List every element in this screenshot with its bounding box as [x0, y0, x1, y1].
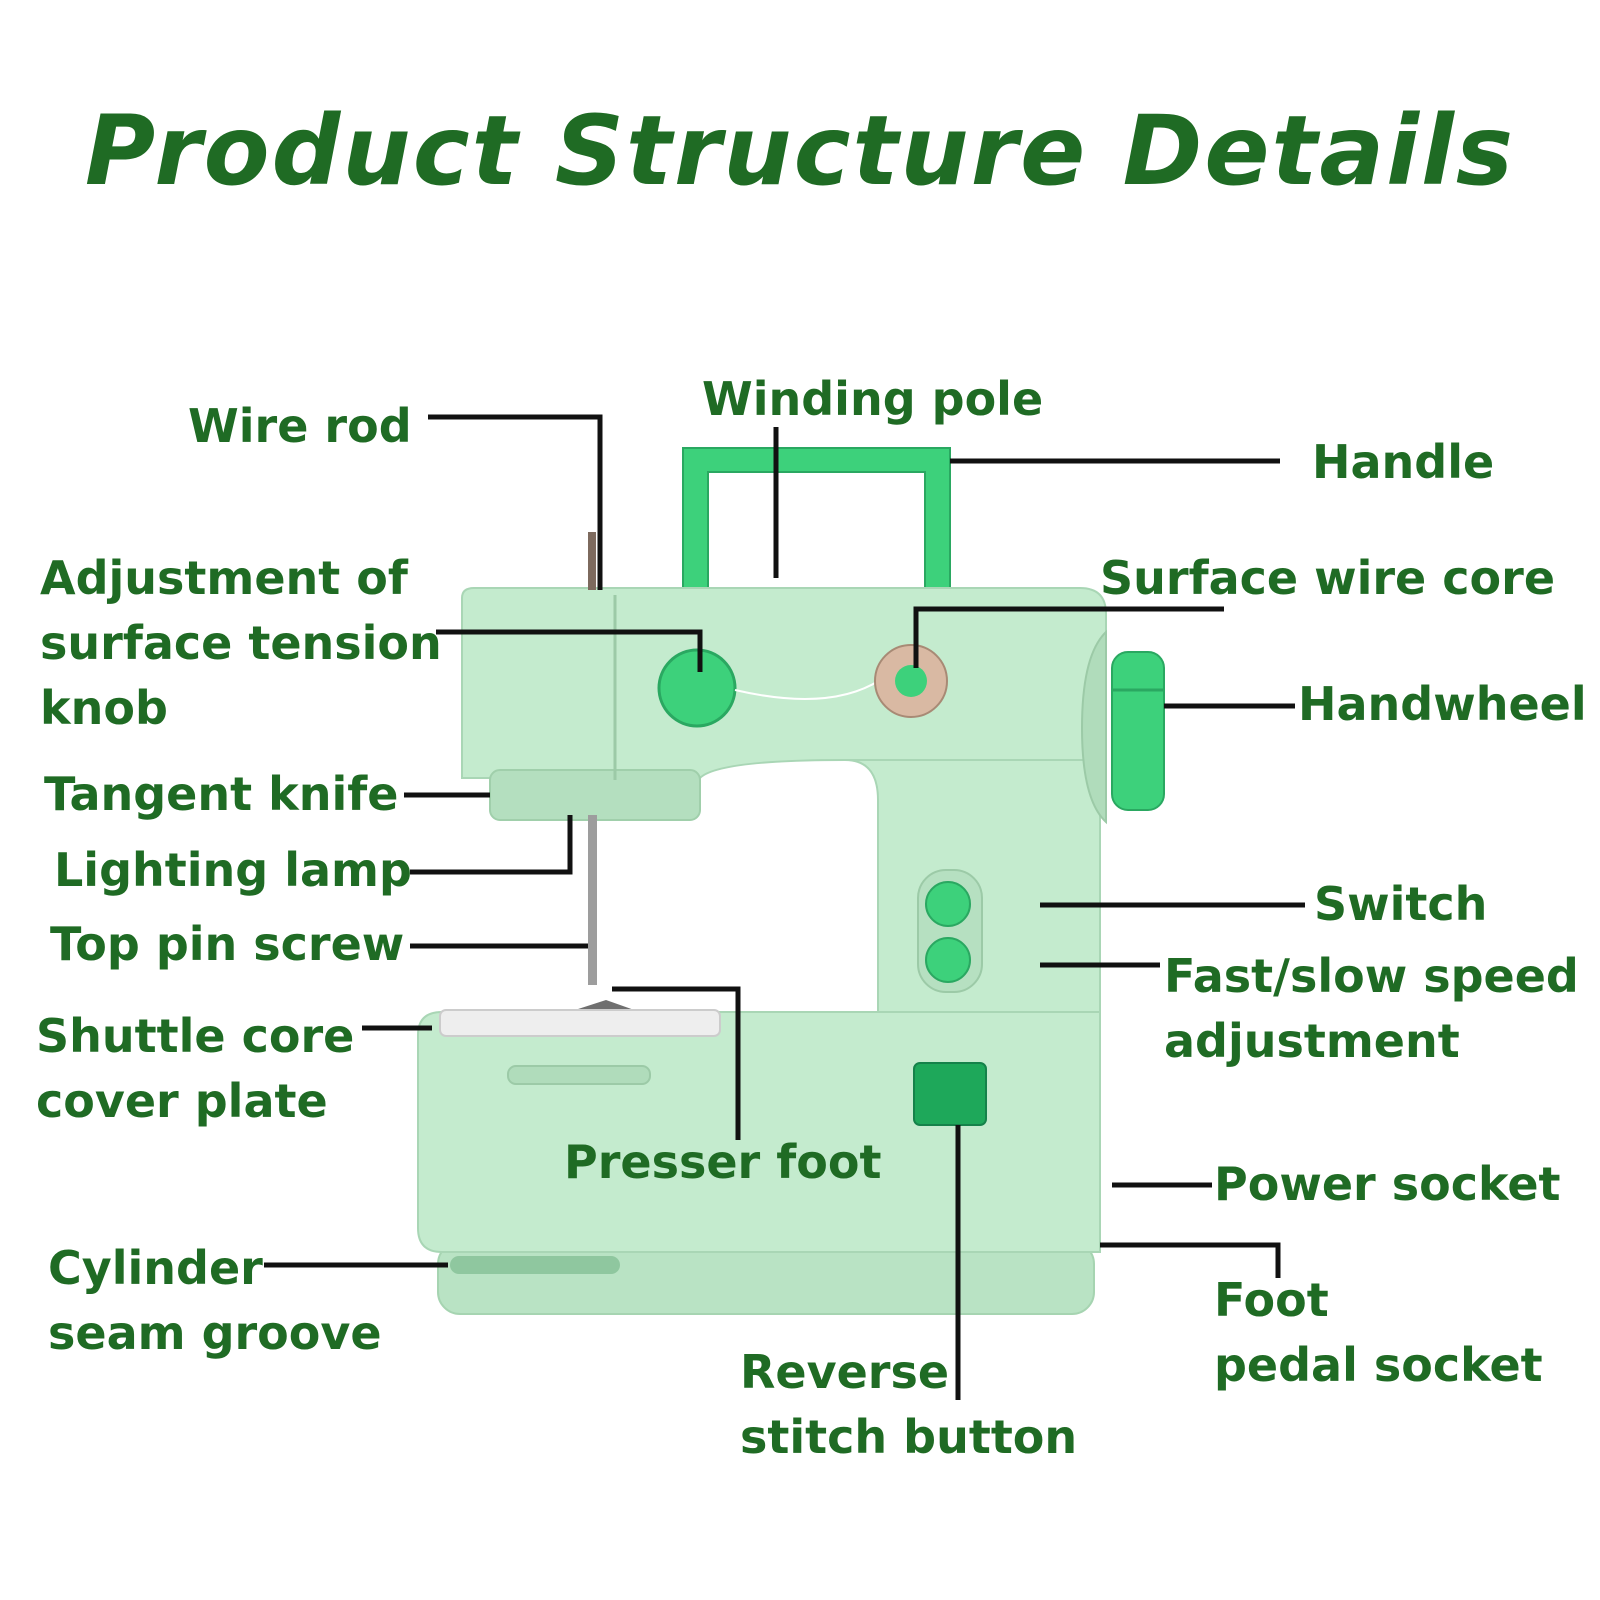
- spool-shape: [874, 644, 948, 718]
- label-speed-adjustment-1: Fast/slow speed: [1164, 949, 1579, 1003]
- handle-shape: [682, 447, 951, 596]
- label-cylinder-groove-2: seam groove: [48, 1306, 382, 1360]
- label-tension-knob-3: knob: [40, 681, 168, 735]
- label-reverse-button-2: stitch button: [740, 1410, 1078, 1464]
- label-presser-foot: Presser foot: [564, 1135, 882, 1189]
- label-handle: Handle: [1312, 435, 1495, 489]
- label-power-socket: Power socket: [1214, 1157, 1561, 1211]
- label-shuttle-cover-2: cover plate: [36, 1074, 328, 1128]
- wire-rod-shape: [588, 532, 596, 590]
- label-foot-pedal-socket-2: pedal socket: [1214, 1338, 1543, 1392]
- front-slot-shape: [507, 1065, 651, 1085]
- speed-button-shape: [925, 937, 971, 983]
- label-handwheel: Handwheel: [1298, 677, 1587, 731]
- label-wire-rod: Wire rod: [188, 399, 412, 453]
- machine-arm: [461, 587, 1107, 779]
- cylinder-groove-shape: [450, 1256, 620, 1274]
- tension-knob-shape: [657, 648, 737, 728]
- label-reverse-button-1: Reverse: [740, 1345, 950, 1399]
- page-title: Product Structure Details: [84, 95, 1516, 207]
- label-surface-wire-core: Surface wire core: [1100, 551, 1556, 605]
- label-foot-pedal-socket-1: Foot: [1214, 1273, 1329, 1327]
- label-shuttle-cover-1: Shuttle core: [36, 1009, 355, 1063]
- reverse-button-shape: [913, 1062, 987, 1126]
- label-tangent-knife: Tangent knife: [44, 767, 399, 821]
- label-switch: Switch: [1314, 877, 1488, 931]
- machine-head-bottom: [489, 769, 701, 821]
- label-cylinder-groove-1: Cylinder: [48, 1241, 263, 1295]
- switch-button-shape: [925, 881, 971, 927]
- needle-plate-shape: [439, 1009, 721, 1037]
- label-tension-knob-1: Adjustment of: [40, 551, 408, 605]
- leader-lines: [264, 414, 1305, 1400]
- needle-bar-shape: [588, 815, 597, 985]
- label-lighting-lamp: Lighting lamp: [54, 843, 412, 897]
- label-speed-adjustment-2: adjustment: [1164, 1014, 1460, 1068]
- label-winding-pole: Winding pole: [702, 372, 1044, 426]
- label-top-pin-screw: Top pin screw: [50, 917, 405, 971]
- handwheel-shape: [1080, 629, 1165, 825]
- label-tension-knob-2: surface tension: [40, 616, 442, 670]
